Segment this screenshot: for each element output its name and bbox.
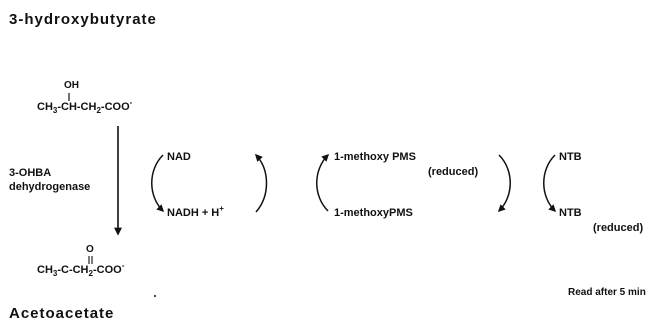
substrate-title: 3-hydroxybutyrate: [9, 11, 157, 28]
product-title: Acetoacetate: [9, 305, 115, 322]
pms-right-arc: [497, 154, 511, 213]
nad-right-arc: [254, 153, 268, 213]
hydroxyl-group: OH: [64, 80, 79, 91]
nad-left-arc: [151, 154, 165, 213]
oxo-group: O: [86, 244, 94, 255]
pms-left-arc: [316, 153, 330, 212]
read-time-note: Read after 5 min: [568, 287, 646, 298]
ntb-reduced-label: NTB: [559, 207, 582, 219]
nadh-label: NADH + H+: [167, 204, 224, 219]
ntb-reduced-note: (reduced): [593, 222, 644, 234]
pms-reduced-label: 1-methoxy PMS: [334, 151, 416, 163]
enzyme-label-line2: dehydrogenase: [9, 181, 91, 193]
product-formula: CH3-C-CH2-COO-: [37, 261, 125, 278]
stray-dot: [154, 295, 156, 297]
ntb-arc: [543, 154, 557, 213]
ntb-label: NTB: [559, 151, 582, 163]
enzyme-label-line1: 3-OHBA: [9, 167, 52, 179]
pms-oxidized-label: 1-methoxyPMS: [334, 207, 413, 219]
substrate-formula: CH3-CH-CH2-COO-: [37, 98, 133, 115]
pms-reduced-note: (reduced): [428, 166, 479, 178]
nad-label: NAD: [167, 151, 191, 163]
